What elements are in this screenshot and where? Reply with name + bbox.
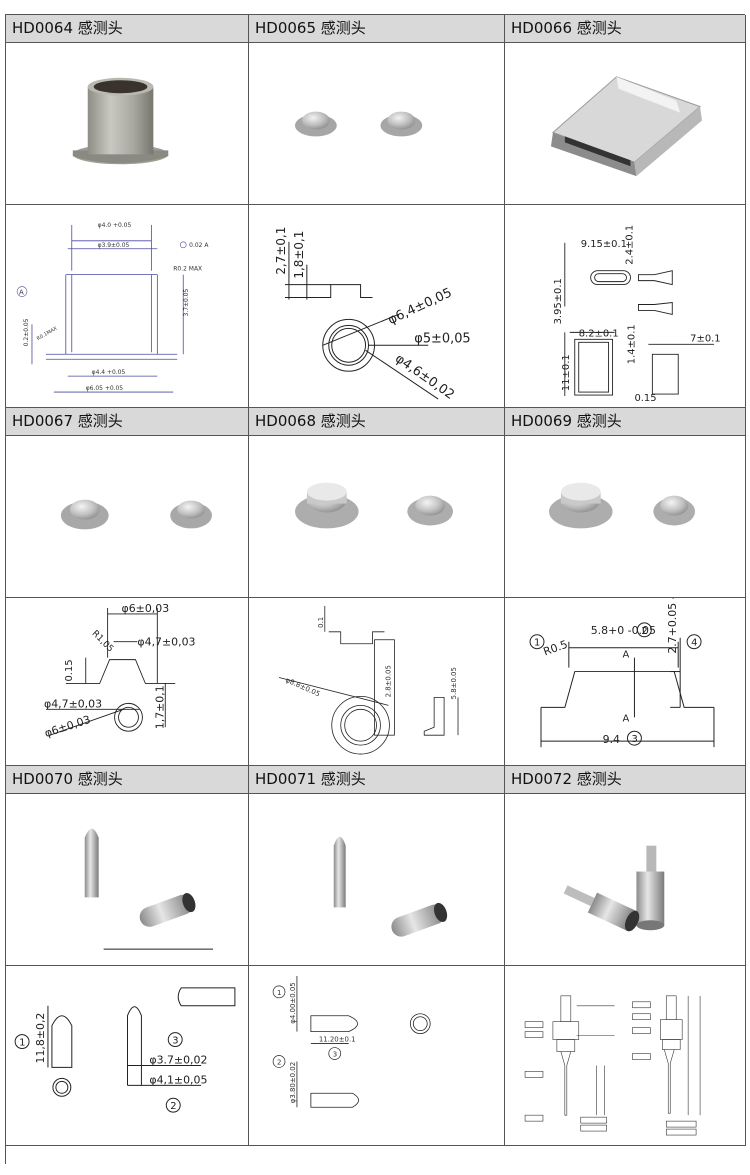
product-photo-hd0068: [249, 436, 505, 598]
dim-label: 5.8+0 -0.05: [591, 624, 656, 637]
dim-label: 5.8±0.05: [450, 667, 458, 699]
dim-label: φ6±0,03: [43, 713, 92, 740]
dim-label: 11.20±0.1: [319, 1036, 356, 1044]
dim-label: 9.15±0.1: [581, 239, 627, 250]
callout-number: 1: [19, 1038, 25, 1049]
product-photo-hd0072: [505, 794, 746, 966]
dim-label: 11,8±0,2: [34, 1013, 47, 1064]
datum-marker-icon: [16, 286, 28, 297]
section-label: A: [623, 713, 630, 724]
product-title: HD0072 感测头: [505, 766, 746, 794]
dim-label: φ6,4±0,05: [386, 285, 455, 328]
dim-label: φ4,7±0,03: [137, 636, 195, 649]
dim-label: 2.7+0.05 -0: [666, 598, 679, 654]
dim-label: 3.7±0.05: [183, 288, 190, 316]
product-title: HD0071 感测头: [249, 766, 505, 794]
dim-label: 3.95±0.1: [553, 278, 564, 324]
callout-number: 2: [277, 1058, 281, 1066]
drawing-hd0067: φ6±0,03 φ4,7±0,03 R1,05 0.15 1,7±0,1 φ4,…: [6, 598, 249, 766]
callout-number: 3: [333, 1050, 337, 1058]
product-photo-hd0064: [6, 43, 249, 205]
drawing-hd0064: φ4.0 +0.05 φ3.9±0.05 0.02 A R0.2 MAX A 3…: [6, 205, 249, 408]
dim-label: 1,8±0,1: [292, 231, 306, 279]
dim-label: 0.02 A: [189, 242, 209, 249]
product-photo-hd0070: [6, 794, 249, 966]
callout-number: 2: [170, 1101, 176, 1112]
dim-label: 1,7±0,1: [153, 685, 166, 729]
drawing-hd0070: 1 11,8±0,2 3 φ3.7±0,02 φ4,1±0,05 2: [6, 966, 249, 1146]
dim-label: φ4,6±0,02: [392, 351, 457, 403]
product-photo-hd0065: [249, 43, 505, 205]
product-photo-hd0069: [505, 436, 746, 598]
product-title: HD0066 感测头: [505, 15, 746, 43]
product-title: HD0068 感测头: [249, 408, 505, 436]
product-photo-hd0071: [249, 794, 505, 966]
dim-label: φ6.05 +0.05: [86, 385, 124, 392]
callout-number: 1: [534, 638, 540, 649]
product-title: HD0070 感测头: [6, 766, 249, 794]
dim-label: 0.1: [317, 617, 325, 628]
product-title: HD0064 感测头: [6, 15, 249, 43]
product-catalog: HD0064 感测头 HD0065 感测头 HD0066 感测头: [5, 14, 746, 1164]
dim-label: 2.4±0.1: [624, 225, 635, 265]
callout-number: 2: [641, 626, 647, 637]
concentricity-icon: [179, 241, 187, 249]
drawing-hd0071: 1 φ4.00±0.05 11.20±0.1 3 2 φ3.80±0.02: [249, 966, 505, 1146]
dim-label: φ4.0 +0.05: [98, 222, 132, 229]
dim-label: R0.2 MAX: [173, 266, 202, 273]
datum-label: A: [19, 289, 24, 297]
drawing-hd0072: [505, 966, 746, 1146]
dim-label: R1,05: [90, 629, 116, 655]
dim-label: 8.2±0.1: [579, 328, 619, 339]
dim-label: φ4,7±0,03: [44, 697, 102, 710]
product-title: HD0069 感测头: [505, 408, 746, 436]
dim-label: 9.4: [603, 733, 620, 746]
callout-number: 3: [631, 734, 637, 745]
drawing-hd0066: 9.15±0.1 2.4±0.1 3.95±0.1 8.2±0.1 1.4±0.…: [505, 205, 746, 408]
dim-label: 7±0.1: [690, 333, 720, 344]
section-label: A: [623, 650, 630, 661]
callout-number: 1: [277, 989, 281, 997]
product-photo-hd0067: [6, 436, 249, 598]
callout-number: 3: [172, 1036, 178, 1047]
dim-label: φ4.00±0.05: [289, 982, 297, 1023]
dim-label: 11±0.1: [561, 354, 572, 391]
dim-label: 1.4±0.1: [626, 324, 637, 364]
dim-label: 2.8±0.05: [384, 665, 392, 697]
dim-label: R0.5: [542, 638, 570, 659]
dim-label: φ5±0,05: [414, 331, 470, 346]
drawing-hd0069: 1 R0.5 5.8+0 -0.05 2 2.7+0.05 -0 4 A A 9…: [505, 598, 746, 766]
dim-label: φ6±0,03: [122, 602, 170, 615]
dim-label: 2,7±0,1: [274, 227, 288, 275]
product-title: HD0067 感测头: [6, 408, 249, 436]
dim-label: φ4.4 +0.05: [92, 369, 126, 376]
drawing-hd0065: 2,7±0,1 1,8±0,1 φ6,4±0,05 φ5±0,05 φ4,6±0…: [249, 205, 505, 408]
dim-label: 0.15: [634, 393, 656, 404]
product-title: HD0065 感测头: [249, 15, 505, 43]
dim-label: φ3.80±0.02: [289, 1062, 297, 1103]
callout-number: 4: [691, 638, 697, 649]
dim-label: φ3.9±0.05: [98, 242, 130, 249]
dim-label: 0.15: [64, 659, 75, 681]
dim-label: φ4,1±0,05: [149, 1073, 207, 1086]
dim-label: 0.2±0.05: [23, 318, 30, 346]
dim-label: R0.1MAX: [36, 325, 59, 342]
dim-label: φ3.7±0,02: [149, 1053, 207, 1066]
product-photo-hd0066: [505, 43, 746, 205]
drawing-hd0068: 0.1 2.8±0.05 φ8.8±0.05 5.8±0.05: [249, 598, 505, 766]
